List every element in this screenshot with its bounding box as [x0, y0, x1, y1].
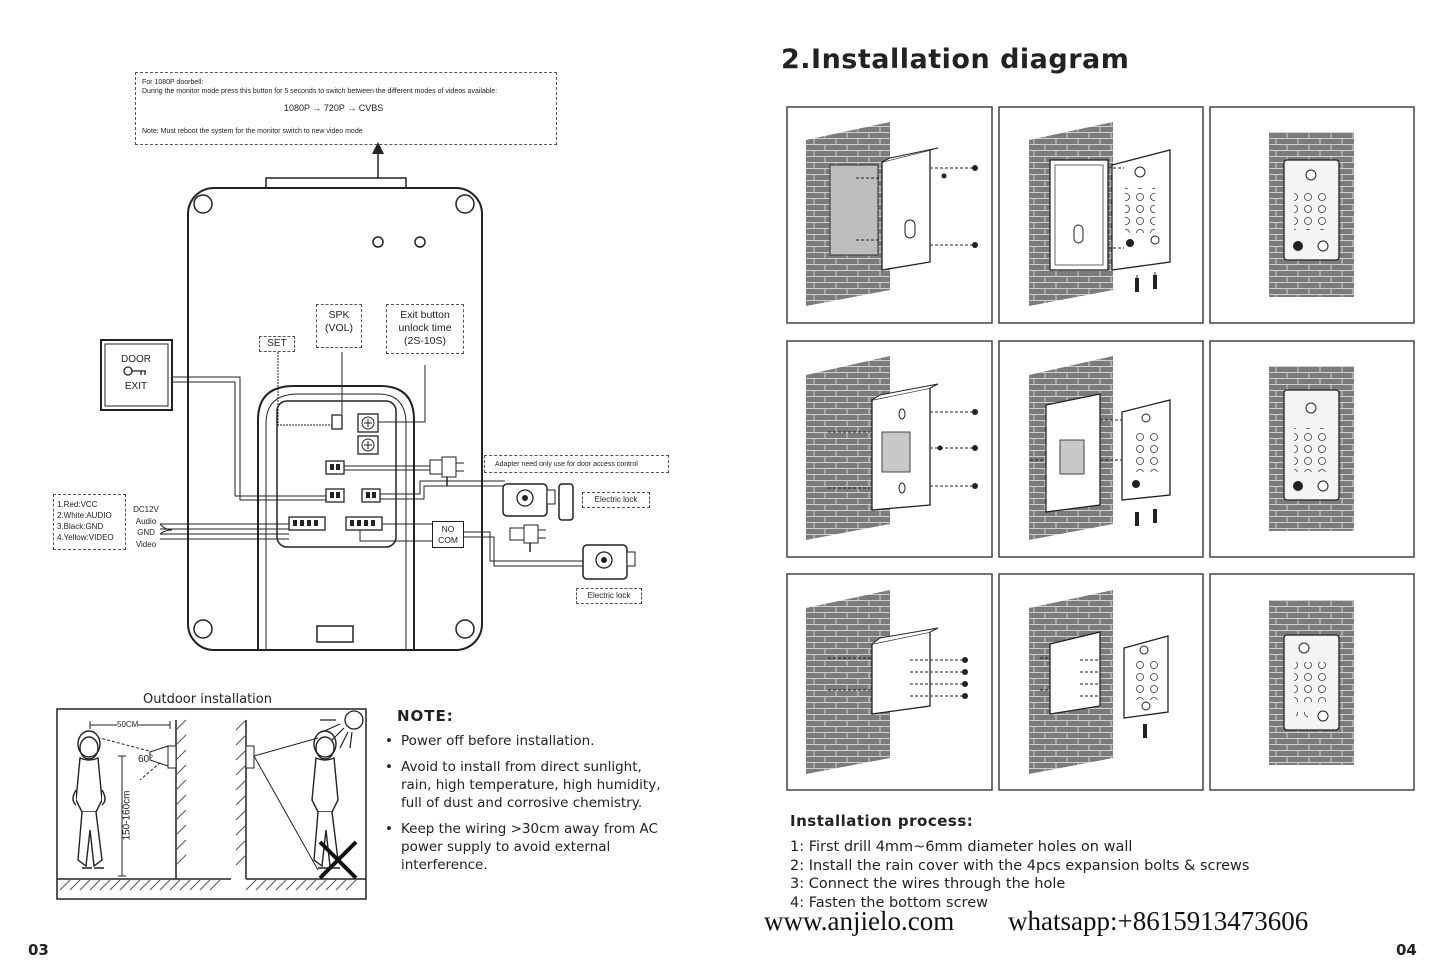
page-number-right: 04: [1396, 941, 1417, 959]
process-step: 2: Install the rain cover with the 4pcs …: [790, 857, 1250, 874]
page-title: 2.Installation diagram: [781, 44, 1130, 75]
com-label: COM: [438, 535, 458, 545]
note-item: Power off before installation.: [383, 732, 673, 750]
door-exit-top: DOOR: [121, 354, 151, 365]
video-mode-note: For 1080P doorbell: During the monitor m…: [135, 72, 557, 145]
whatsapp-contact[interactable]: whatsapp:+8615913473606: [1008, 906, 1309, 936]
note-list: Power off before installation. Avoid to …: [383, 732, 673, 882]
wire-functions: DC12V Audio GND Video: [133, 505, 159, 549]
process-step: 4: Fasten the bottom screw: [790, 894, 988, 911]
process-steps: 1: First drill 4mm~6mm diameter holes on…: [790, 838, 1410, 912]
note-line-3: Note: Must reboot the system for the mon…: [142, 128, 363, 135]
electric-lock-label-2: Electric lock: [576, 588, 642, 604]
height-dimension: 150-160cm: [121, 790, 133, 841]
door-exit-bottom: EXIT: [124, 381, 148, 392]
note-item: Keep the wiring >30cm away from AC power…: [383, 820, 673, 874]
process-step: 1: First drill 4mm~6mm diameter holes on…: [790, 839, 1133, 855]
note-line-2: During the monitor mode press this butto…: [142, 88, 498, 95]
page-number-left: 03: [28, 941, 49, 959]
no-label: NO: [441, 524, 455, 534]
adapter-note: Adapter need only use for door access co…: [484, 455, 669, 473]
outdoor-installation-title: Outdoor installation: [140, 692, 275, 707]
video-modes: 1080P → 720P → CVBS: [284, 103, 384, 113]
angle-label: 60°: [138, 754, 154, 765]
website-link[interactable]: www.anjielo.com: [764, 906, 955, 936]
no-com-terminal: NO COM: [432, 521, 464, 548]
process-heading: Installation process:: [790, 812, 974, 830]
width-dimension: 50CM: [117, 720, 139, 729]
note-item: Avoid to install from direct sunlight, r…: [383, 758, 673, 812]
wire-colors: 1.Red:VCC 2.White:AUDIO 3.Black:GND 4.Ye…: [53, 494, 126, 550]
set-label: SET: [259, 336, 295, 352]
process-step: 3: Connect the wires through the hole: [790, 876, 1066, 892]
electric-lock-label-1: Electric lock: [582, 492, 650, 508]
spk-label: SPK (VOL): [316, 304, 362, 348]
note-heading: NOTE:: [397, 707, 454, 725]
note-line-1: For 1080P doorbell:: [142, 79, 204, 86]
exit-button-label: Exit button unlock time (2S-10S): [386, 304, 464, 354]
